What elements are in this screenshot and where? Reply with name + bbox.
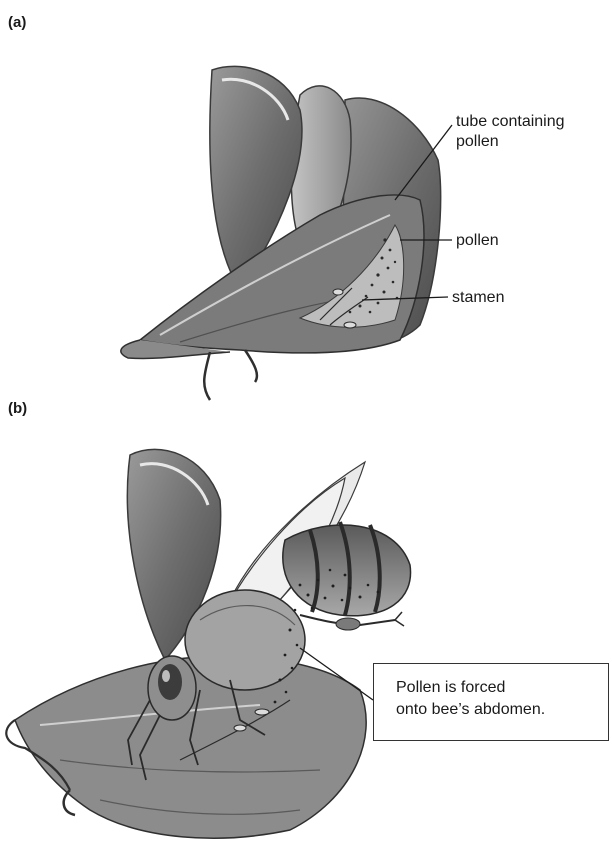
callout-box: Pollen is forced onto bee’s abdomen. (373, 663, 609, 741)
callout-line1: Pollen is forced (396, 677, 608, 699)
label-tube-containing-pollen: tube containing pollen (456, 112, 565, 152)
label-stamen: stamen (452, 288, 504, 308)
panel-label-b: (b) (8, 400, 27, 417)
label-tube-line1: tube containing (456, 112, 565, 132)
label-pollen: pollen (456, 231, 499, 251)
callout-line2: onto bee’s abdomen. (396, 699, 608, 721)
label-tube-line2: pollen (456, 132, 565, 152)
flower-a (121, 66, 441, 400)
panel-label-a: (a) (8, 14, 26, 31)
